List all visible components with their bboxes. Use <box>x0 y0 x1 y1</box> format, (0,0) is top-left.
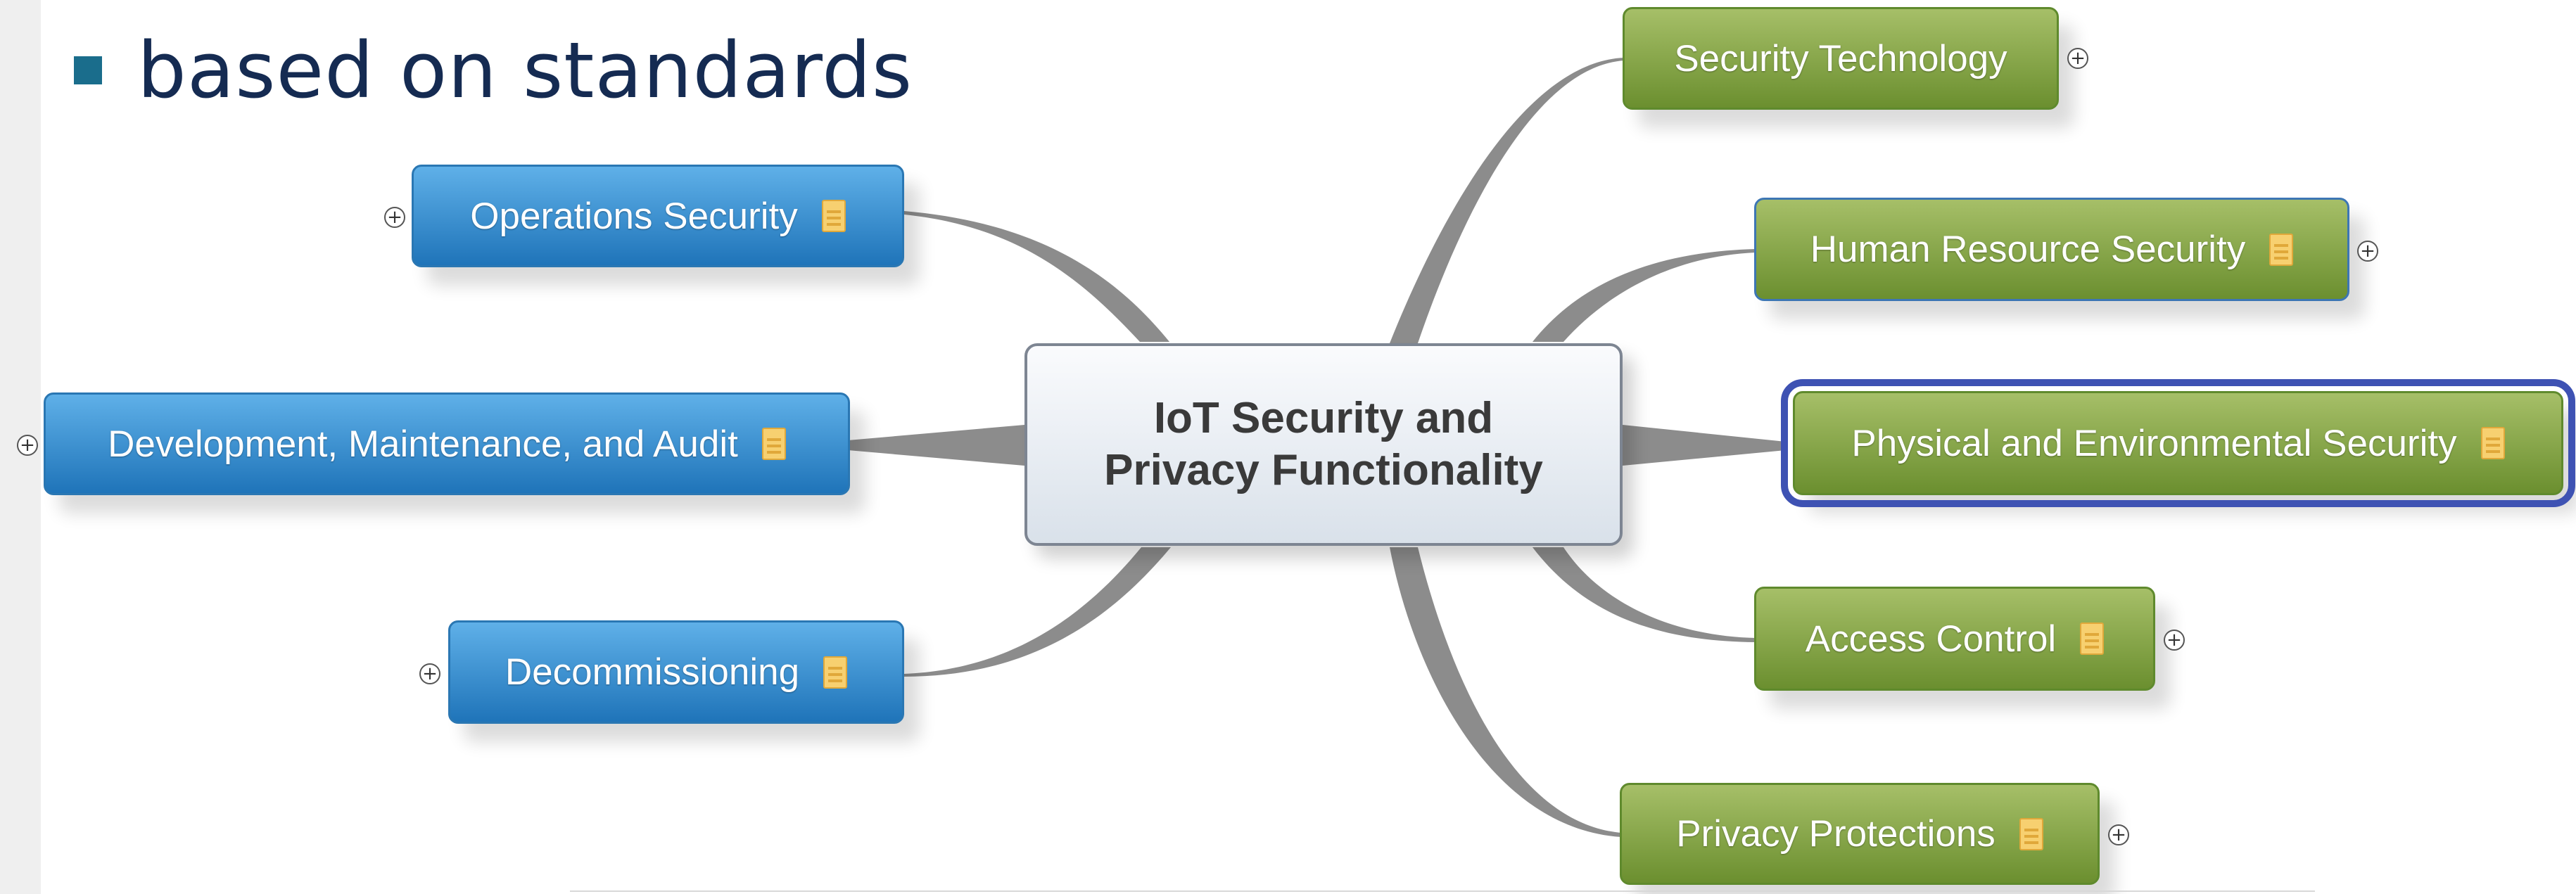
expand-symbol: + <box>2111 824 2126 845</box>
note-icon[interactable] <box>823 656 848 689</box>
node-security-technology[interactable]: Security Technology <box>1623 7 2059 110</box>
branch-operations-security <box>904 211 1169 342</box>
expand-icon[interactable]: + <box>419 663 440 684</box>
expand-icon[interactable]: + <box>2164 630 2185 651</box>
node-development-maintenance-audit[interactable]: Development, Maintenance, and Audit <box>44 392 850 495</box>
note-icon[interactable] <box>2480 427 2505 459</box>
node-label: Development, Maintenance, and Audit <box>108 423 738 465</box>
node-label: Operations Security <box>470 195 798 237</box>
node-access-control[interactable]: Access Control <box>1754 587 2155 691</box>
note-icon[interactable] <box>2269 233 2294 266</box>
central-topic-line-2: Privacy Functionality <box>1104 446 1543 494</box>
node-decommissioning[interactable]: Decommissioning <box>448 620 904 724</box>
node-label: Decommissioning <box>505 651 800 693</box>
node-label: Privacy Protections <box>1676 813 1996 855</box>
expand-icon[interactable]: + <box>2108 824 2129 845</box>
expand-symbol: + <box>2070 48 2086 69</box>
expand-symbol: + <box>2360 241 2375 262</box>
expand-icon[interactable]: + <box>17 435 38 456</box>
node-human-resource-security[interactable]: Human Resource Security <box>1754 198 2349 301</box>
divider <box>570 890 2315 892</box>
bullet-text: based on standards <box>137 25 913 115</box>
branch-decommissioning <box>904 547 1171 677</box>
node-privacy-protections[interactable]: Privacy Protections <box>1620 783 2100 885</box>
branch-privacy-protections <box>1390 547 1621 837</box>
expand-icon[interactable]: + <box>2357 241 2378 262</box>
expand-icon[interactable]: + <box>2067 48 2088 69</box>
node-physical-environmental-security[interactable]: Physical and Environmental Security <box>1781 379 2575 507</box>
expand-symbol: + <box>2166 630 2182 651</box>
note-icon[interactable] <box>2019 817 2043 850</box>
node-label: Physical and Environmental Security <box>1851 422 2457 464</box>
note-icon[interactable] <box>821 200 846 232</box>
branch-physical-environmental-security <box>1623 425 1786 466</box>
central-topic-line-1: IoT Security and <box>1153 394 1494 442</box>
branch-access-control <box>1533 547 1756 642</box>
slide-bullet: based on standards <box>74 18 913 123</box>
node-label: Security Technology <box>1674 37 2007 79</box>
note-icon[interactable] <box>2080 622 2105 655</box>
node-operations-security[interactable]: Operations Security <box>412 165 904 267</box>
expand-icon[interactable]: + <box>384 207 405 228</box>
branch-security-technology <box>1390 58 1624 343</box>
node-label: Access Control <box>1805 618 2057 660</box>
branch-development-maintenance-audit <box>848 425 1024 466</box>
note-icon[interactable] <box>761 428 786 460</box>
expand-symbol: + <box>20 435 35 456</box>
central-topic-title: IoT Security and Privacy Functionality <box>1104 392 1543 497</box>
bullet-square-icon <box>74 56 102 84</box>
central-topic[interactable]: IoT Security and Privacy Functionality <box>1024 343 1623 546</box>
node-label: Human Resource Security <box>1810 229 2246 270</box>
branch-human-resource-security <box>1533 249 1756 342</box>
expand-symbol: + <box>387 207 402 228</box>
expand-symbol: + <box>422 663 438 684</box>
